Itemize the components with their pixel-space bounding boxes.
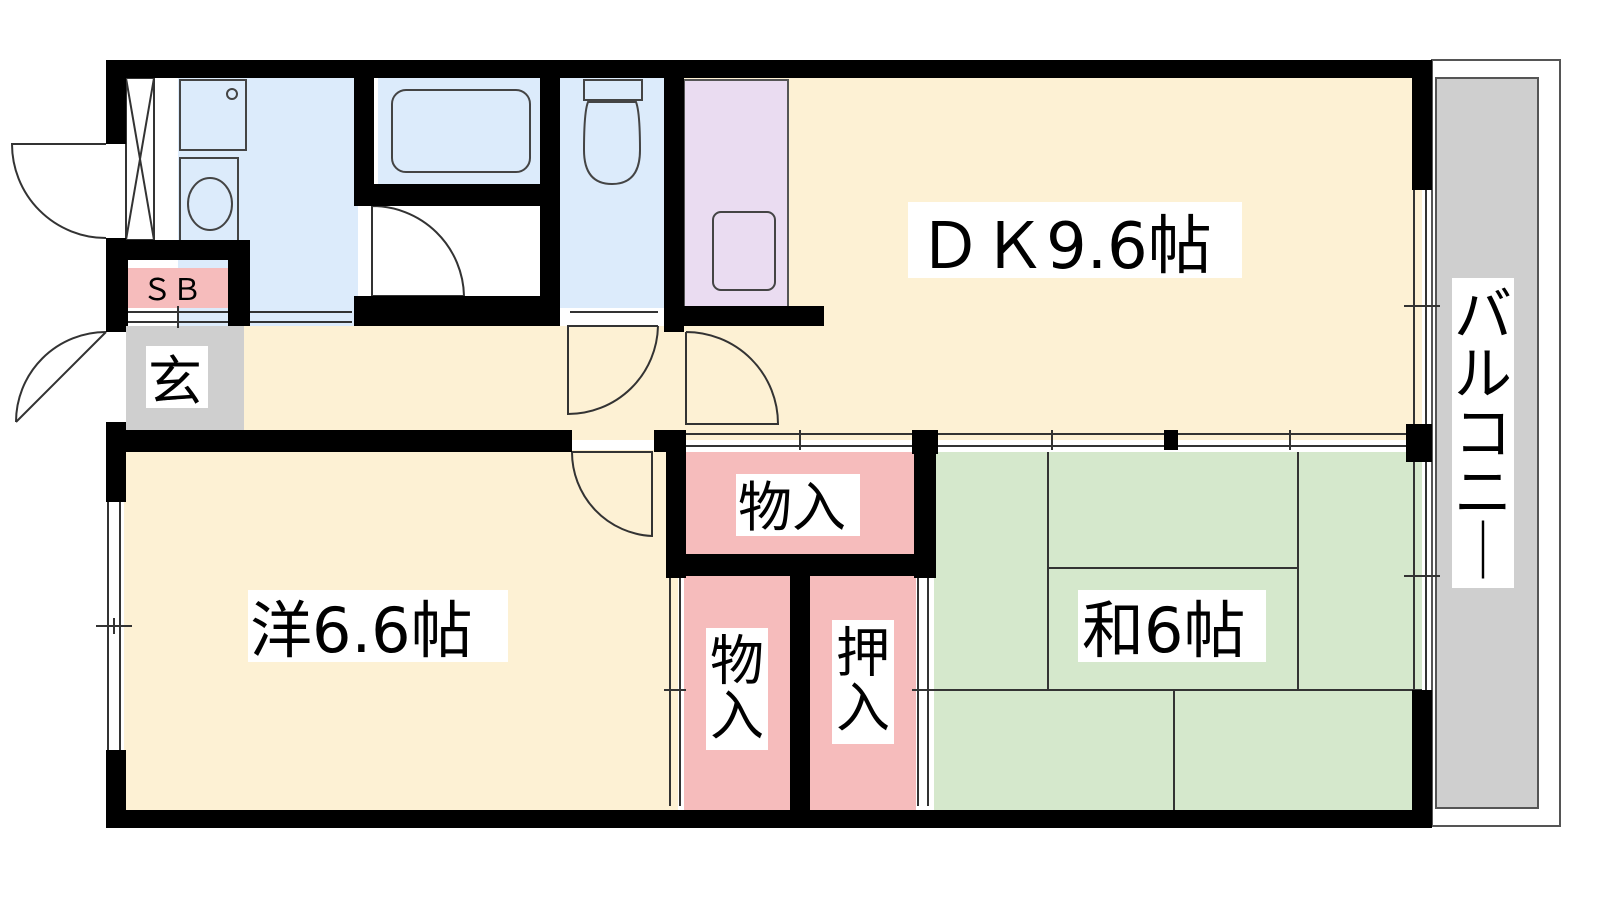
bathtub-icon xyxy=(391,89,531,173)
wall-storage-top xyxy=(666,554,934,576)
toilet-bowl-icon xyxy=(582,101,642,186)
wall-bath-bottom xyxy=(354,296,558,326)
western-room-door[interactable] xyxy=(570,451,653,538)
wall-entrance-top xyxy=(126,240,248,260)
washbasin-icon xyxy=(179,79,247,151)
dk-label: ＤＫ9.6帖 xyxy=(918,210,1212,284)
wall-right-mid xyxy=(1406,424,1432,462)
basin-bowl-icon xyxy=(187,177,233,231)
wall-kitchen-stub xyxy=(664,306,824,326)
wall-bottom xyxy=(106,810,1432,828)
tatami-lines xyxy=(934,452,1422,812)
wall-pillar-2 xyxy=(1164,430,1178,450)
bathroom-door[interactable] xyxy=(371,205,466,297)
room-fills xyxy=(124,59,1561,827)
toilet-door[interactable] xyxy=(567,325,659,416)
shoe-box-label: ＳＢ xyxy=(142,273,202,308)
wall-storage-mid xyxy=(790,576,810,812)
wall-top xyxy=(106,60,1432,78)
closet-label: 押入 xyxy=(836,622,890,740)
faucet-icon xyxy=(226,88,238,100)
wall-left-upper xyxy=(106,60,126,144)
storage-vertical-label: 物入 xyxy=(710,630,764,748)
wall-western-east xyxy=(666,430,686,578)
wall-japanese-west xyxy=(914,430,936,578)
wall-bath-toilet xyxy=(540,78,560,326)
wall-right-top xyxy=(1412,60,1432,190)
wall-hall-south xyxy=(106,430,572,452)
toilet-tank-icon xyxy=(583,79,643,101)
wall-pillar-1 xyxy=(912,430,938,454)
doors xyxy=(10,143,780,538)
wall-right-bottom xyxy=(1412,690,1432,828)
wall-toilet-kitchen xyxy=(664,78,684,332)
window-lines xyxy=(96,77,1440,806)
western-room-label: 洋6.6帖 xyxy=(250,594,473,667)
storage-top-label: 物入 xyxy=(738,476,846,539)
walls xyxy=(106,60,1432,828)
toilet-room-floor xyxy=(560,78,664,308)
wall-left-bottom xyxy=(106,750,126,828)
balcony-label: バルコニ｜ xyxy=(1454,281,1512,586)
bathroom-floor xyxy=(378,78,540,186)
wall-sb-side xyxy=(228,240,250,326)
labels: ＤＫ9.6帖 洋6.6帖 和6帖 物入 物入 押入 玄 ＳＢ バルコニ｜ xyxy=(142,202,1514,750)
fixtures xyxy=(179,79,1422,812)
entrance-side-door[interactable] xyxy=(15,331,107,423)
sink-icon xyxy=(712,211,776,291)
dk-door[interactable] xyxy=(685,331,780,425)
entrance-label: 玄 xyxy=(148,350,202,413)
wall-bath-floor xyxy=(374,184,540,206)
wall-sb-left xyxy=(114,260,128,326)
wall-wash-bath xyxy=(354,78,374,206)
hallway-floor xyxy=(242,326,684,440)
front-door[interactable] xyxy=(10,143,107,239)
shoe-box-area xyxy=(126,268,232,308)
kitchen-counter xyxy=(683,79,789,309)
japanese-room-label: 和6帖 xyxy=(1082,594,1245,667)
